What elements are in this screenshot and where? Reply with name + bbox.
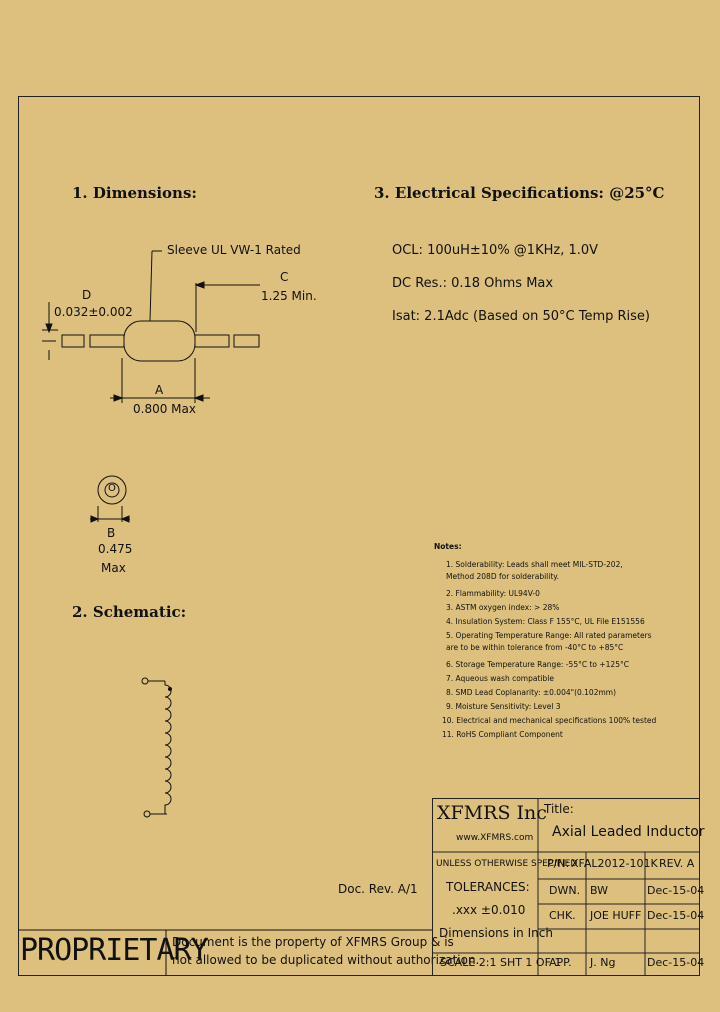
lead-right-inner xyxy=(194,334,230,348)
pn-value: XFAL2012-101K xyxy=(571,857,658,870)
doc-revision: Doc. Rev. A/1 xyxy=(338,882,418,896)
title-block xyxy=(432,798,700,976)
coil-winding xyxy=(164,681,172,814)
note-line: 7. Aqueous wash compatible xyxy=(446,674,554,683)
c-letter: C xyxy=(280,270,289,284)
b-max: Max xyxy=(101,561,126,575)
notes-title: Notes: xyxy=(434,542,462,551)
note-line: 8. SMD Lead Coplanarity: ±0.004"(0.102mm… xyxy=(446,688,616,697)
proprietary-notice-line1: Document is the property of XFMRS Group … xyxy=(172,935,454,949)
chk-name: JOE HUFF xyxy=(590,909,642,922)
note-line: 11. RoHS Compliant Component xyxy=(442,730,563,739)
dwn-name: BW xyxy=(590,884,609,897)
note-line: 2. Flammability: UL94V-0 xyxy=(446,589,540,598)
dimensions-unit: Dimensions in Inch xyxy=(439,926,553,940)
ocl-spec: OCL: 100uH±10% @1KHz, 1.0V xyxy=(392,243,599,258)
note-line: 1. Solderability: Leads shall meet MIL-S… xyxy=(446,560,623,569)
b-value: 0.475 xyxy=(98,542,133,556)
proprietary-stamp: PROPRIETARY xyxy=(20,933,209,968)
note-line: 5. Operating Temperature Range: All rate… xyxy=(446,631,652,640)
app-date: Dec-15-04 xyxy=(647,956,705,969)
unless-specified: UNLESS OTHERWISE SPECIFIED xyxy=(436,859,578,869)
a-letter: A xyxy=(155,383,164,397)
note-line: 10. Electrical and mechanical specificat… xyxy=(442,716,657,725)
c-value: 1.25 Min. xyxy=(261,289,317,303)
dwn-date: Dec-15-04 xyxy=(647,884,705,897)
dcr-spec: DC Res.: 0.18 Ohms Max xyxy=(392,276,554,291)
isat-spec: Isat: 2.1Adc (Based on 50°C Temp Rise) xyxy=(392,309,651,324)
proprietary-notice-line2: not allowed to be duplicated without aut… xyxy=(172,953,480,967)
chk-date: Dec-15-04 xyxy=(647,909,705,922)
b-letter: B xyxy=(107,526,116,540)
pn-label: P/N: xyxy=(547,857,570,870)
chk-label: CHK. xyxy=(549,909,576,922)
electrical-heading: 3. Electrical Specifications: @25°C xyxy=(374,184,665,202)
sleeve-label: Sleeve UL VW-1 Rated xyxy=(167,243,301,257)
note-line: 4. Insulation System: Class F 155°C, UL … xyxy=(446,617,645,626)
tolerances-label: TOLERANCES: xyxy=(446,880,530,894)
title-value: Axial Leaded Inductor xyxy=(552,824,705,840)
company-website: www.XFMRS.com xyxy=(456,833,534,843)
tolerance-value: .xxx ±0.010 xyxy=(452,903,526,917)
note-line: 9. Moisture Sensitivity: Level 3 xyxy=(446,702,561,711)
dimensions-heading: 1. Dimensions: xyxy=(72,184,197,202)
revision-label: REV. A xyxy=(659,857,695,870)
note-line: Method 208D for solderability. xyxy=(446,572,560,581)
note-line: 6. Storage Temperature Range: -55°C to +… xyxy=(446,660,629,669)
a-value: 0.800 Max xyxy=(133,402,196,416)
d-value: 0.032±0.002 xyxy=(54,305,133,319)
company-name: XFMRS Inc xyxy=(437,802,547,824)
drawing-frame xyxy=(18,96,700,976)
schematic-heading: 2. Schematic: xyxy=(72,603,187,621)
scale-sheet: SCALE 2:1 SHT 1 OF 1 xyxy=(440,956,562,969)
note-line: are to be within tolerance from -40°C to… xyxy=(446,643,624,652)
lead-right-outer xyxy=(233,334,260,348)
d-letter: D xyxy=(82,288,92,302)
dwn-label: DWN. xyxy=(549,884,581,897)
end-view-letter: O xyxy=(108,483,116,494)
app-label: APP. xyxy=(549,956,572,969)
app-name: J. Ng xyxy=(590,956,616,969)
note-line: 3. ASTM oxygen index: > 28% xyxy=(446,603,560,612)
lead-left-outer xyxy=(61,334,85,348)
title-label: Title: xyxy=(544,802,574,816)
